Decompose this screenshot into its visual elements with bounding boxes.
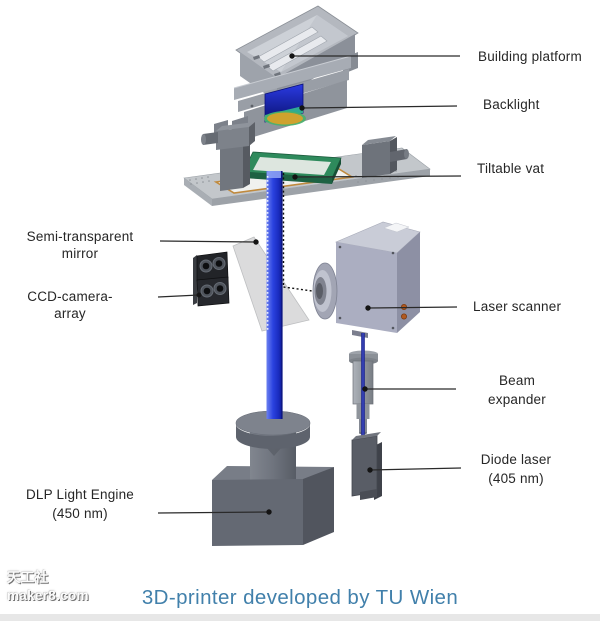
scanner-label-sticker xyxy=(383,222,410,233)
label-text: Beam xyxy=(498,373,536,388)
leader-lines xyxy=(157,55,462,514)
label-backlight: Backlight xyxy=(483,95,540,114)
label-text: Semi-transparent xyxy=(26,229,134,244)
label-beam-expander: Beam expander xyxy=(467,371,567,409)
leader-dots xyxy=(196,53,373,515)
leader-ccd xyxy=(157,294,200,298)
ccd-camera-array-3d xyxy=(193,251,230,307)
label-text: Tiltable vat xyxy=(477,161,545,176)
label-text: (405 nm) xyxy=(488,471,544,486)
leader-mirror xyxy=(159,240,257,243)
label-laser-scanner: Laser scanner xyxy=(473,297,561,316)
dlp-light-engine-3d xyxy=(212,410,334,546)
laser-path-dashed xyxy=(282,173,317,293)
label-text: (450 nm) xyxy=(52,506,108,521)
leader-diode-laser xyxy=(369,467,462,471)
label-diode-laser: Diode laser (405 nm) xyxy=(461,450,571,488)
tiltable-vat-3d xyxy=(183,122,431,206)
bottom-strip xyxy=(0,614,600,621)
leader-laser-scanner xyxy=(367,306,458,309)
label-ccd-camera-array: CCD-camera- array xyxy=(0,288,140,322)
label-text: CCD-camera- xyxy=(27,289,113,304)
backlight-3d xyxy=(264,83,306,126)
figure-caption: 3D-printer developed by TU Wien xyxy=(141,586,459,609)
label-dlp-light-engine: DLP Light Engine (450 nm) xyxy=(0,485,160,523)
blue-light-beam xyxy=(266,171,283,419)
scanner-lens xyxy=(312,262,338,320)
label-semi-transparent-mirror: Semi-transparent mirror xyxy=(5,228,155,262)
building-platform-3d xyxy=(214,5,359,140)
vat-clamp-left xyxy=(201,122,255,191)
watermark: 天工社 maker8.com xyxy=(7,569,89,604)
leader-tiltable-vat xyxy=(294,175,462,178)
ccd-lens xyxy=(199,257,227,298)
label-text: mirror xyxy=(61,246,99,261)
label-text: DLP Light Engine xyxy=(25,487,135,502)
leader-dlp xyxy=(157,511,270,514)
scanner-led-orange xyxy=(400,313,407,320)
label-tiltable-vat: Tiltable vat xyxy=(477,159,544,178)
diode-laser-3d xyxy=(351,432,382,500)
label-text: array xyxy=(54,306,86,321)
label-text: Diode laser xyxy=(480,452,552,467)
leader-backlight xyxy=(301,105,458,109)
laser-scanner-3d xyxy=(312,221,421,338)
label-text: Laser scanner xyxy=(473,299,562,314)
watermark-site-name: 天工社 xyxy=(7,570,49,585)
watermark-site-url: maker8.com xyxy=(7,587,89,603)
vat-clamp-right xyxy=(362,136,409,178)
label-text: expander xyxy=(488,392,546,407)
label-text: Backlight xyxy=(483,97,540,112)
label-text: Building platform xyxy=(478,49,582,64)
label-building-platform: Building platform xyxy=(478,47,582,66)
